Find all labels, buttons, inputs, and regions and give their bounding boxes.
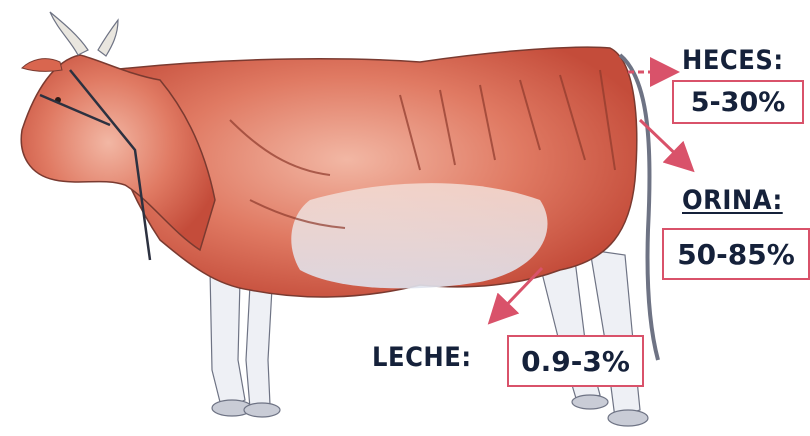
heces-value-box: 5-30% <box>672 80 804 124</box>
orina-label: ORINA: <box>682 185 783 216</box>
heces-value: 5-30% <box>691 87 786 118</box>
leche-value: 0.9-3% <box>521 345 630 378</box>
orina-value-box: 50-85% <box>662 228 810 280</box>
leche-label: LECHE: <box>372 342 472 373</box>
cow-head <box>21 12 215 260</box>
heces-label: HECES: <box>682 45 784 76</box>
leche-value-box: 0.9-3% <box>507 335 644 387</box>
orina-value: 50-85% <box>677 238 795 271</box>
